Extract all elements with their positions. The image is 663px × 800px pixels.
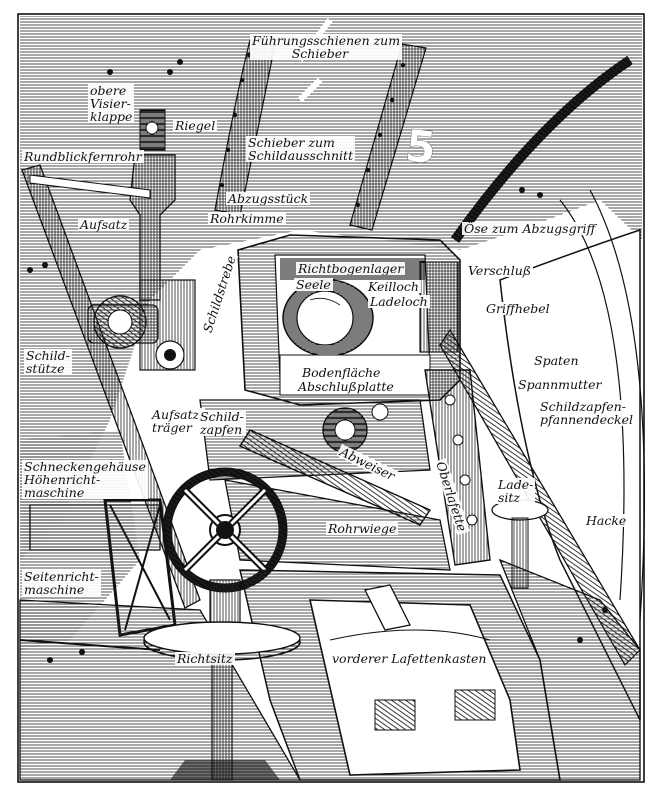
label-richtsitz: Richtsitz xyxy=(175,651,235,666)
label-lafettenkasten: vorderer Lafettenkasten xyxy=(330,651,489,666)
bolts xyxy=(27,59,608,663)
label-spannmutter: Spannmutter xyxy=(516,377,604,392)
label-schildzapfen: Schild- zapfen xyxy=(198,409,246,437)
label-riegel: Riegel xyxy=(173,118,218,133)
label-ladeloch: Ladeloch xyxy=(368,294,430,309)
frame-border xyxy=(17,13,645,783)
label-obere-visierklappe: obere Visier- klappe xyxy=(88,83,135,124)
svg-text:5: 5 xyxy=(403,121,439,175)
label-abschlussplatte: Abschlußplatte xyxy=(296,379,396,394)
label-ladesitz: Lade- sitz xyxy=(496,477,536,505)
label-rohrwiege: Rohrwiege xyxy=(326,521,399,536)
label-bodenflaeche: Bodenfläche xyxy=(300,365,383,380)
label-keilloch: Keilloch xyxy=(366,279,421,294)
label-rundblickfernrohr: Rundblickfernrohr xyxy=(22,149,144,164)
guide-rail-right xyxy=(349,43,427,231)
label-hacke: Hacke xyxy=(584,513,629,528)
label-abzugsstueck: Abzugsstück xyxy=(226,191,311,206)
label-aufsatz: Aufsatz xyxy=(78,217,130,232)
label-schieber-schildausschnitt: Schieber zum Schildausschnitt xyxy=(246,135,356,163)
shield-plate xyxy=(20,16,642,560)
label-seitenrichtmaschine: Seitenricht- maschine xyxy=(22,569,101,597)
label-verschluss: Verschluß xyxy=(466,263,534,278)
label-seele: Seele xyxy=(294,277,333,292)
label-schildzapfenpfannendeckel: Schildzapfen- pfannendeckel xyxy=(538,399,635,427)
label-oese-abzugsgriff: Öse zum Abzugsgriff xyxy=(462,221,598,236)
label-schneckengehaeuse: Schneckengehäuse Höhenricht- maschine xyxy=(22,459,148,500)
rail-rivets xyxy=(219,52,406,208)
label-richtbogenlager: Richtbogenlager xyxy=(296,261,406,276)
label-griffhebel: Griffhebel xyxy=(484,301,552,316)
ammo-box xyxy=(308,599,521,776)
handwheel xyxy=(162,467,288,593)
label-fuehrungsschienen: Führungsschienen zum Schieber xyxy=(250,33,403,61)
label-spaten: Spaten xyxy=(532,353,581,368)
label-schildstuetze: Schild- stütze xyxy=(24,348,72,376)
label-rohrkimme: Rohrkimme xyxy=(208,211,286,226)
label-aufsatztraeger: Aufsatz- träger xyxy=(150,407,206,435)
